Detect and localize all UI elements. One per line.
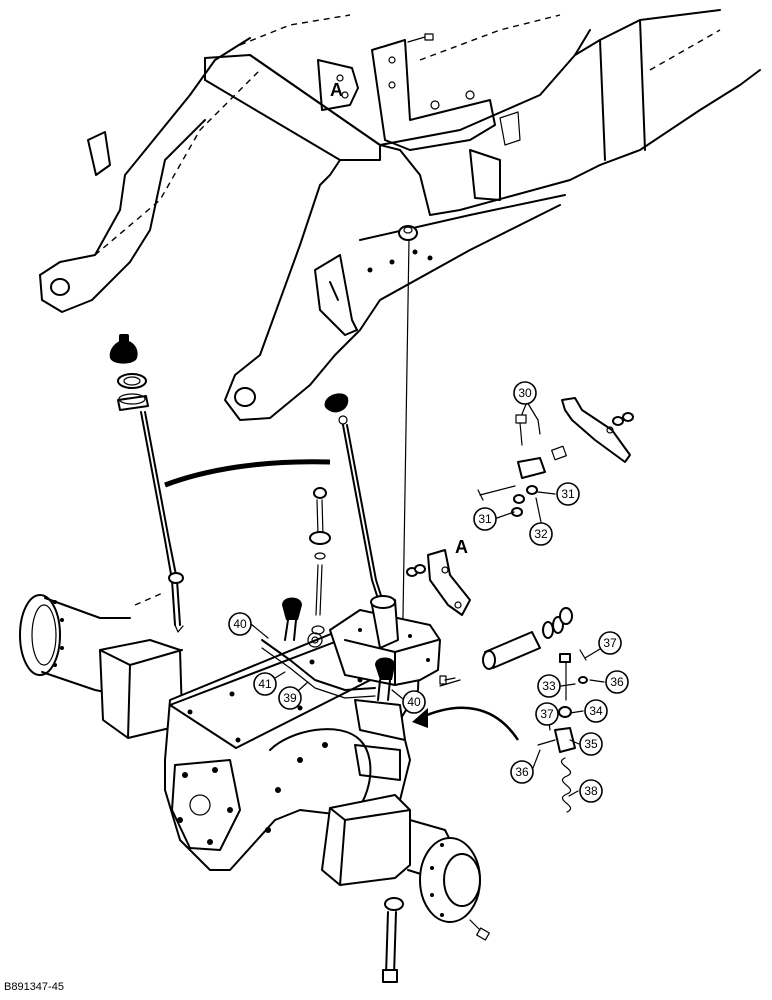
svg-text:38: 38	[584, 784, 598, 798]
svg-text:30: 30	[518, 386, 532, 400]
reference-letter-upper: A	[330, 80, 343, 100]
callout-32: 32	[529, 522, 553, 546]
callout-37-upper: 37	[598, 631, 622, 655]
svg-text:37: 37	[603, 636, 617, 650]
pivot-pin-parts	[439, 607, 573, 687]
svg-text:40: 40	[407, 695, 421, 709]
callout-36-left: 36	[510, 760, 534, 784]
callout-33: 33	[537, 674, 561, 698]
callout-34: 34	[584, 699, 608, 723]
callout-35: 35	[579, 732, 603, 756]
right-shift-lever	[324, 393, 385, 606]
frame-pivot-hole-left	[50, 278, 70, 296]
svg-text:39: 39	[283, 691, 297, 705]
svg-text:31: 31	[478, 512, 492, 526]
svg-text:41: 41	[258, 677, 272, 691]
shift-knob-left	[109, 340, 138, 364]
svg-text:33: 33	[542, 679, 556, 693]
center-lever	[309, 487, 331, 635]
callout-30: 30	[513, 381, 537, 405]
callout-39: 39	[278, 686, 302, 710]
linkage-parts-upper	[477, 397, 634, 517]
tractor-frame: A	[39, 9, 761, 421]
svg-text:35: 35	[584, 737, 598, 751]
curve-arrow-right	[419, 706, 520, 741]
shift-knob-right	[324, 393, 349, 413]
svg-text:34: 34	[589, 704, 603, 718]
figure-reference-code: B891347-45	[4, 981, 64, 993]
svg-text:36: 36	[515, 765, 529, 779]
svg-text:31: 31	[561, 487, 575, 501]
callout-31-right: 31	[556, 482, 580, 506]
callout-40-right: 40	[402, 690, 426, 714]
callout-36-right: 36	[605, 670, 629, 694]
linkage-bracket-a: A	[406, 537, 471, 616]
frame-pivot-hole-right	[234, 387, 256, 407]
svg-text:40: 40	[233, 617, 247, 631]
svg-text:32: 32	[534, 527, 548, 541]
rear-axle-assembly	[19, 594, 490, 941]
linkage-parts-lower	[537, 649, 588, 813]
mounting-plate-a	[317, 59, 359, 111]
callout-31-left: 31	[473, 507, 497, 531]
lower-bolt	[382, 897, 404, 983]
callout-38: 38	[579, 779, 603, 803]
callout-41: 41	[253, 672, 277, 696]
callout-40-left: 40	[228, 612, 252, 636]
svg-text:36: 36	[610, 675, 624, 689]
curve-arrow-left	[164, 459, 331, 488]
callout-37-lower: 37	[535, 702, 559, 726]
left-shift-lever	[109, 334, 184, 633]
svg-text:37: 37	[540, 707, 554, 721]
axle-flange-left	[19, 594, 61, 676]
reference-letter-lower: A	[455, 537, 468, 557]
